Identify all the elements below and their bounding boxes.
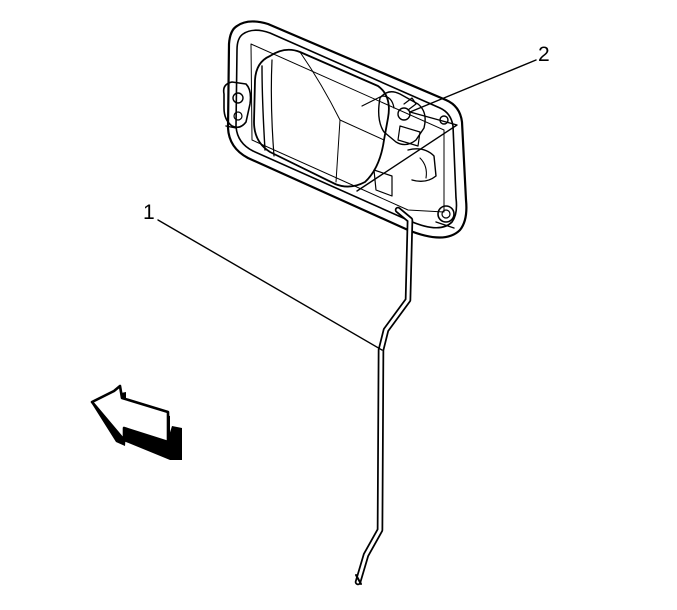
callout-label-1: 1 xyxy=(143,201,155,224)
callout-label-2: 2 xyxy=(538,43,550,66)
leader-line-2a xyxy=(409,59,537,113)
fuel-door-actuator xyxy=(222,48,455,229)
leader-line-1 xyxy=(157,219,383,351)
leader-line-2b xyxy=(356,111,458,192)
fuel-door-housing xyxy=(226,20,468,239)
left-arrow-icon xyxy=(90,384,182,460)
release-cable xyxy=(354,206,414,586)
